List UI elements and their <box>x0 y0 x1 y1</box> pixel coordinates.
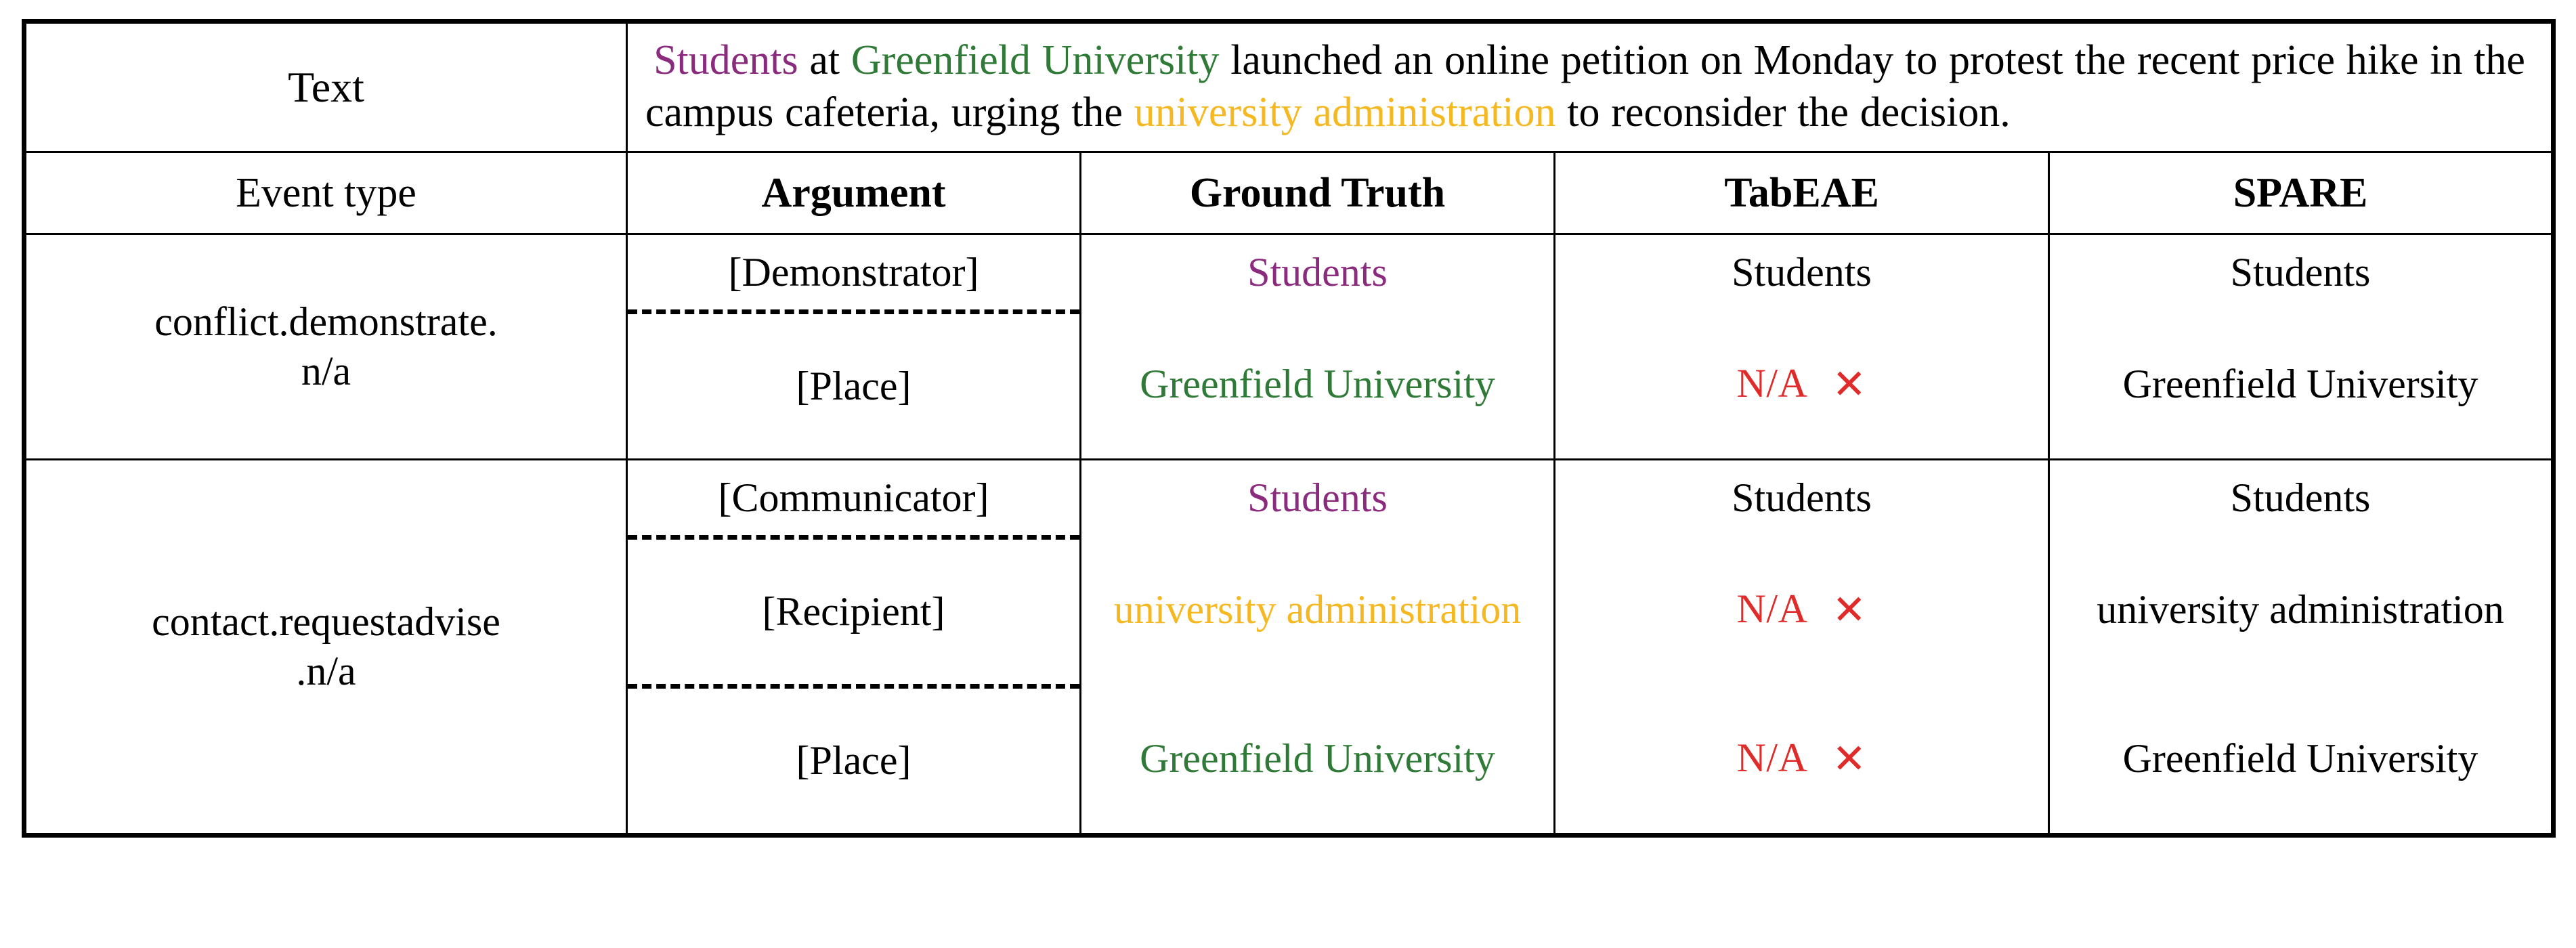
ground-truth-cell: Students <box>1081 460 1553 535</box>
tabeae-stack: Students N/A ✕ N/A ✕ <box>1555 460 2048 833</box>
spare-column: Students Greenfield University <box>2047 232 2555 460</box>
spare-cell: Students <box>2230 249 2371 295</box>
header-ground-truth: Ground Truth <box>1079 150 1555 235</box>
argument-column: [Demonstrator] [Place] <box>626 232 1081 460</box>
argument-cell: [Communicator] <box>718 475 989 520</box>
source-text: Students at Greenfield University launch… <box>625 20 2555 153</box>
spare-cell: Greenfield University <box>2122 735 2478 781</box>
tabeae-cell: Students <box>1555 460 2048 535</box>
na-label: N/A <box>1736 360 1808 406</box>
event-type-line1: contact.requestadvise <box>152 599 500 644</box>
tabeae-value: Students <box>1732 249 1872 295</box>
na-label: N/A <box>1736 586 1808 631</box>
tabeae-column: Students N/A ✕ N/A ✕ <box>1553 458 2050 836</box>
gt-value: Greenfield University <box>1140 361 1495 406</box>
spare-cell: university administration <box>2097 586 2504 632</box>
argument-stack: [Communicator] [Recipient] [Place] <box>628 460 1079 833</box>
argument-cell: [Demonstrator] <box>728 249 979 295</box>
tabeae-value: Students <box>1732 475 1872 520</box>
ground-truth-stack: Students Greenfield University <box>1081 235 1553 458</box>
tabeae-cell: N/A ✕ <box>1555 535 2048 684</box>
argument-column: [Communicator] [Recipient] [Place] <box>626 458 1081 836</box>
incorrect-icon: ✕ <box>1832 586 1867 634</box>
incorrect-icon: ✕ <box>1832 360 1867 408</box>
text-segment-black: at <box>798 37 851 83</box>
text-segment-yellow: university administration <box>1134 89 1556 135</box>
event-type-line2: .n/a <box>296 648 356 693</box>
tabeae-cell: N/A ✕ <box>1555 684 2048 833</box>
ground-truth-cell: Students <box>1081 235 1553 309</box>
event-group-row: contact.requestadvise .n/a [Communicator… <box>23 458 2555 836</box>
gt-value: Students <box>1247 475 1388 520</box>
text-row-label: Text <box>23 20 628 153</box>
event-type-line1: conflict.demonstrate. <box>154 299 498 344</box>
ground-truth-cell: university administration <box>1081 535 1553 684</box>
argument-cell: [Recipient] <box>628 534 1079 684</box>
text-segment-purple: Students <box>653 37 798 83</box>
event-group-row: conflict.demonstrate. n/a [Demonstrator]… <box>23 232 2555 460</box>
header-tabeae: TabEAE <box>1553 150 2050 235</box>
argument-cell: [Place] <box>628 683 1079 833</box>
argument-stack: [Demonstrator] [Place] <box>628 235 1079 458</box>
header-spare: SPARE <box>2047 150 2555 235</box>
gt-value: Students <box>1247 249 1388 295</box>
tabeae-cell: Students <box>1555 235 2048 309</box>
gt-value: university administration <box>1113 586 1522 632</box>
argument-cell: [Place] <box>628 309 1079 458</box>
ground-truth-cell: Greenfield University <box>1081 309 1553 458</box>
text-segment-black: to reconsider the decision. <box>1555 89 2011 135</box>
header-event-type: Event type <box>23 150 628 235</box>
tabeae-column: Students N/A ✕ <box>1553 232 2050 460</box>
header-argument: Argument <box>626 150 1081 235</box>
spare-stack: Students Greenfield University <box>2050 235 2551 458</box>
spare-cell: Greenfield University <box>2122 361 2478 406</box>
event-type-cell: contact.requestadvise .n/a <box>23 458 628 836</box>
ground-truth-cell: Greenfield University <box>1081 684 1553 833</box>
tabeae-stack: Students N/A ✕ <box>1555 235 2048 458</box>
table-header-row: Event type Argument Ground Truth TabEAE … <box>23 150 2555 235</box>
text-row: Text Students at Greenfield University l… <box>23 20 2555 153</box>
na-label: N/A <box>1736 735 1808 780</box>
gt-value: Greenfield University <box>1140 735 1495 781</box>
tabeae-cell: N/A ✕ <box>1555 309 2048 458</box>
comparison-table: Text Students at Greenfield University l… <box>22 19 2556 838</box>
text-segment-black: launched an online petition on Monday to… <box>645 37 2525 135</box>
ground-truth-stack: Students university administration Green… <box>1081 460 1553 833</box>
spare-cell: Students <box>2230 475 2371 520</box>
spare-stack: Students university administration Green… <box>2050 460 2551 833</box>
tabeae-na-value: N/A ✕ <box>1736 584 1866 634</box>
tabeae-na-value: N/A ✕ <box>1736 359 1866 409</box>
spare-column: Students university administration Green… <box>2047 458 2555 836</box>
tabeae-na-value: N/A ✕ <box>1736 733 1866 783</box>
text-segment-green: Greenfield University <box>851 37 1220 83</box>
event-type-cell: conflict.demonstrate. n/a <box>23 232 628 460</box>
ground-truth-column: Students university administration Green… <box>1079 458 1555 836</box>
event-type-line2: n/a <box>301 348 351 393</box>
incorrect-icon: ✕ <box>1832 735 1867 783</box>
ground-truth-column: Students Greenfield University <box>1079 232 1555 460</box>
